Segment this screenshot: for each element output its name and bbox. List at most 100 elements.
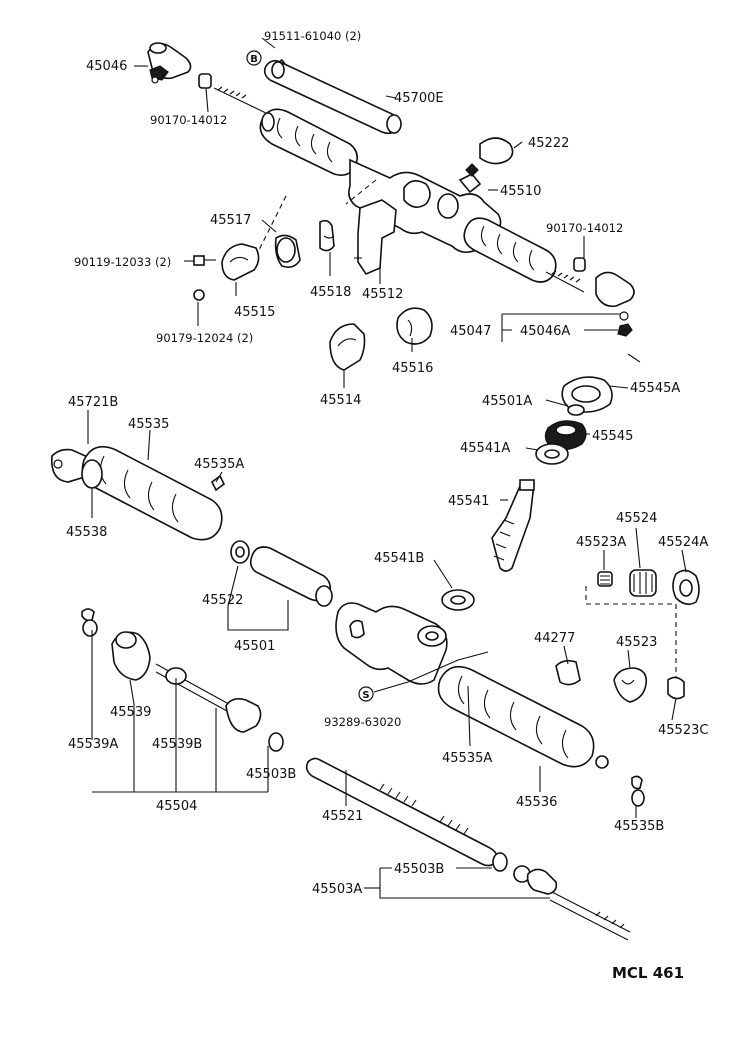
label-45517: 45517 bbox=[210, 213, 251, 228]
upper-right-boot bbox=[463, 217, 557, 283]
marker-s: S bbox=[358, 686, 374, 702]
label-45501a: 45501A bbox=[482, 394, 532, 409]
part-labels: 45046 91511-61040 (2) 45700E 90170-14012… bbox=[66, 29, 708, 982]
seal-45523c bbox=[667, 676, 685, 700]
label-45523c: 45523C bbox=[658, 723, 708, 738]
lower-left-boot bbox=[81, 445, 223, 541]
label-45541a: 45541A bbox=[460, 441, 510, 456]
bracket-45512 bbox=[354, 199, 397, 275]
label-45515: 45515 bbox=[234, 305, 275, 320]
ring-45522 bbox=[230, 540, 250, 564]
tie-rod-45503a bbox=[513, 865, 631, 941]
label-45524: 45524 bbox=[616, 511, 657, 526]
label-45518: 45518 bbox=[310, 285, 351, 300]
label-45046a: 45046A bbox=[520, 324, 570, 339]
leader-lines bbox=[87, 37, 687, 899]
label-45545a: 45545A bbox=[630, 381, 680, 396]
marker-b: B bbox=[246, 50, 262, 66]
seal-45541a bbox=[535, 443, 569, 465]
label-45504: 45504 bbox=[156, 799, 197, 814]
label-90170-top: 90170-14012 bbox=[150, 113, 227, 127]
lower-rack-housing bbox=[335, 602, 448, 685]
label-90179: 90179-12024 (2) bbox=[156, 331, 253, 345]
ring-45501a bbox=[567, 404, 585, 416]
mount-brackets-row bbox=[193, 199, 433, 371]
label-45538: 45538 bbox=[66, 525, 107, 540]
nut-top bbox=[198, 73, 212, 89]
seal-45541b bbox=[441, 589, 475, 611]
label-45522: 45522 bbox=[202, 593, 243, 608]
label-45535a-bottom: 45535A bbox=[442, 751, 492, 766]
marker-s-letter: S bbox=[362, 690, 369, 701]
clip-45539a bbox=[81, 608, 98, 637]
label-45516: 45516 bbox=[392, 361, 433, 376]
label-45510: 45510 bbox=[500, 184, 541, 199]
label-45536: 45536 bbox=[516, 795, 557, 810]
rack-guide-parts bbox=[555, 569, 700, 703]
nut-right bbox=[573, 257, 586, 272]
ball-joint-45539 bbox=[111, 631, 151, 681]
inner-tie-rod-lower bbox=[155, 663, 284, 752]
label-90170-right: 90170-14012 bbox=[546, 221, 623, 235]
cylinder-tube-45501 bbox=[249, 546, 333, 607]
label-45535a-top: 45535A bbox=[194, 457, 244, 472]
clamp-45515 bbox=[221, 243, 260, 281]
label-45545: 45545 bbox=[592, 429, 633, 444]
label-45512: 45512 bbox=[362, 287, 403, 302]
label-45503b-left: 45503B bbox=[246, 767, 296, 782]
label-45047: 45047 bbox=[450, 324, 491, 339]
label-93289: 93289-63020 bbox=[324, 715, 401, 729]
lower-right-boot bbox=[437, 665, 609, 769]
label-45721b: 45721B bbox=[68, 395, 118, 410]
spring-45523a bbox=[597, 571, 613, 587]
label-45503a: 45503A bbox=[312, 882, 362, 897]
upper-rack-assembly bbox=[147, 42, 641, 363]
clamp-45535a-top bbox=[210, 474, 226, 492]
label-45535: 45535 bbox=[128, 417, 169, 432]
pinion-parts bbox=[441, 376, 613, 611]
figure-code: MCL 461 bbox=[612, 964, 684, 982]
bearing-45545 bbox=[544, 420, 587, 451]
label-45539: 45539 bbox=[110, 705, 151, 720]
label-45539b: 45539B bbox=[152, 737, 202, 752]
label-45523a: 45523A bbox=[576, 535, 626, 550]
label-90119: 90119-12033 (2) bbox=[74, 255, 171, 269]
label-45539a: 45539A bbox=[68, 737, 118, 752]
label-45541: 45541 bbox=[448, 494, 489, 509]
label-45514: 45514 bbox=[320, 393, 361, 408]
label-45523: 45523 bbox=[616, 635, 657, 650]
bushing-45516 bbox=[396, 307, 433, 345]
label-45222: 45222 bbox=[528, 136, 569, 151]
rack-tube-45700e bbox=[263, 59, 402, 135]
lower-rack-assembly bbox=[51, 445, 645, 941]
clamp-45514 bbox=[329, 323, 366, 371]
cover-45222 bbox=[479, 137, 514, 165]
locknut-45545a bbox=[561, 376, 613, 413]
bushing-44277 bbox=[555, 659, 581, 686]
bushing-45517 bbox=[274, 234, 301, 268]
marker-b-letter: B bbox=[250, 54, 258, 65]
label-45541b: 45541B bbox=[374, 551, 424, 566]
locknut-45524a bbox=[672, 569, 700, 606]
label-44277: 44277 bbox=[534, 631, 575, 646]
label-45700e: 45700E bbox=[394, 91, 444, 106]
label-45521: 45521 bbox=[322, 809, 363, 824]
label-45503b: 45503B bbox=[394, 862, 444, 877]
nut-90179 bbox=[193, 289, 205, 301]
tie-rod-end-right bbox=[595, 271, 641, 363]
label-45046: 45046 bbox=[86, 59, 127, 74]
label-45501: 45501 bbox=[234, 639, 275, 654]
label-91511: 91511-61040 (2) bbox=[264, 29, 361, 43]
pinion-shaft-45541 bbox=[491, 479, 535, 572]
adjuster-45524 bbox=[629, 569, 657, 597]
tie-rod-end-top-left bbox=[147, 42, 192, 84]
clip-45535b bbox=[631, 775, 645, 807]
guide-45523 bbox=[613, 667, 648, 703]
bolt-90119 bbox=[193, 255, 216, 266]
label-45524a: 45524A bbox=[658, 535, 708, 550]
washer-45503b bbox=[492, 852, 508, 872]
label-45535b: 45535B bbox=[614, 819, 664, 834]
upper-left-boot bbox=[259, 108, 358, 176]
pin-45518 bbox=[319, 219, 335, 252]
